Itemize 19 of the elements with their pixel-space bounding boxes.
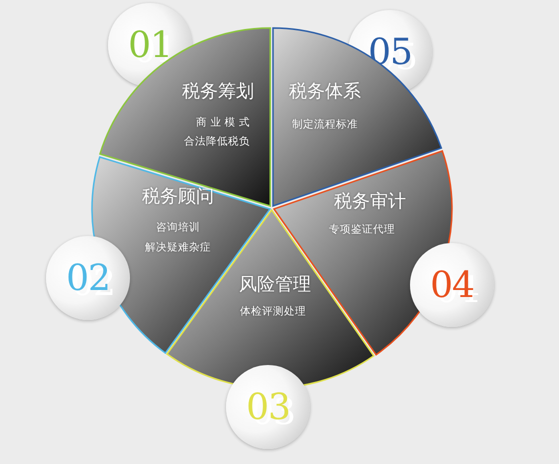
segment-title: 税务筹划	[182, 81, 254, 103]
step-number: 02	[66, 258, 110, 298]
segment-subtitle: 咨询培训	[156, 222, 200, 234]
segment-title: 税务体系	[288, 81, 361, 103]
segment-title: 税务审计	[334, 191, 406, 213]
segment-subtitle: 体检评测处理	[240, 306, 306, 318]
number-circle	[226, 365, 310, 449]
segment-subtitle: 解决疑难杂症	[144, 242, 211, 254]
segment-subtitle: 商 业 模 式	[196, 116, 250, 130]
step-number: 01	[128, 24, 172, 66]
step-number: 03	[246, 386, 290, 428]
step-number: 04	[430, 264, 474, 306]
segment-subtitle: 制定流程标准	[292, 118, 358, 132]
segment-title: 风险管理	[238, 274, 311, 296]
segment-title: 税务顾问	[142, 186, 214, 208]
number-circle	[410, 243, 494, 327]
segment-subtitle: 专项鉴证代理	[328, 224, 395, 236]
segment-subtitle: 合法降低税负	[184, 136, 250, 148]
number-circle	[46, 236, 130, 320]
